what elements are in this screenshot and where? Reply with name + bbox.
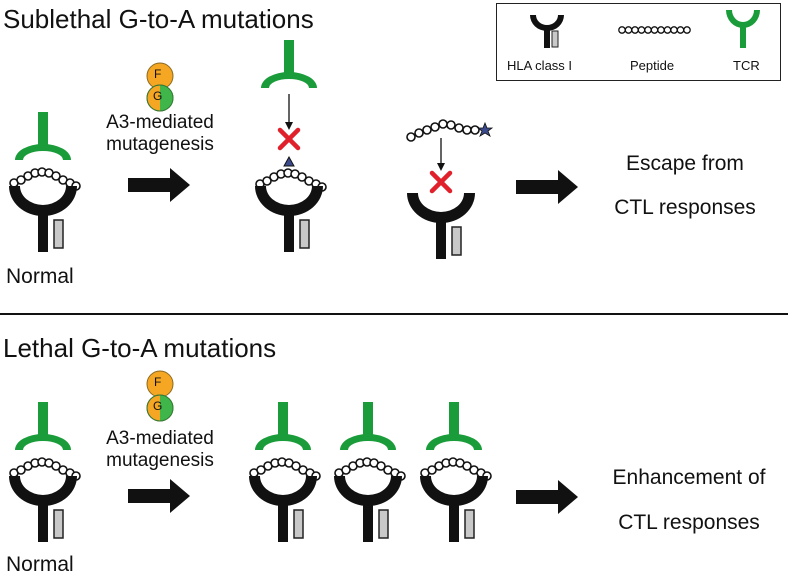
- peptide-icon: [406, 119, 480, 142]
- tcr-icon: [426, 402, 482, 450]
- hla-class-i-icon: [8, 475, 78, 543]
- hla-class-i-icon: [248, 475, 318, 543]
- tcr-icon: [340, 402, 396, 450]
- hla-class-i-icon: [254, 185, 324, 253]
- normal-label: Normal: [6, 553, 74, 576]
- tcr-icon: [15, 112, 71, 160]
- mutagenesis-label-line1: A3-mediated: [106, 112, 214, 133]
- outcome-label-line2: CTL responses: [614, 196, 756, 219]
- enzyme-g-label: G: [153, 89, 163, 103]
- enhanced-complex-1: [248, 402, 321, 543]
- arrow-icon: [516, 480, 578, 514]
- mutation-marker-icon: [283, 155, 295, 167]
- outcome-label-line1: Escape from: [626, 152, 744, 175]
- section-title-sublethal: Sublethal G-to-A mutations: [3, 4, 314, 34]
- enhanced-complex-3: [419, 402, 492, 543]
- enzyme-g-label: G: [153, 399, 163, 413]
- a3-enzyme-icon: [146, 62, 174, 112]
- tcr-icon: [255, 402, 311, 450]
- normal-label: Normal: [6, 265, 74, 288]
- a3-enzyme-icon: [146, 370, 174, 422]
- arrow-icon: [516, 170, 578, 204]
- mutagenesis-label-line2: mutagenesis: [106, 450, 214, 471]
- block-cross-icon: [280, 130, 298, 148]
- hla-class-i-icon: [406, 192, 476, 260]
- outcome-label-line2: CTL responses: [618, 511, 760, 534]
- enzyme-f-label: F: [154, 67, 162, 81]
- arrow-icon: [128, 479, 190, 513]
- arrow-icon: [128, 168, 190, 202]
- normal-complex-bottom: [8, 402, 81, 543]
- enzyme-f-label: F: [154, 375, 162, 389]
- hla-class-i-icon: [419, 475, 489, 543]
- block-cross-icon: [432, 173, 450, 191]
- peptide-binding-blocked: [406, 119, 494, 260]
- legend-peptide-label: Peptide: [630, 58, 675, 73]
- hla-class-i-icon: [333, 475, 403, 543]
- legend-box: [496, 3, 781, 81]
- legend-hla-icon: [530, 15, 564, 48]
- legend-hla-label: HLA class I: [507, 58, 573, 73]
- tcr-icon: [15, 402, 71, 450]
- mutagenesis-label-line2: mutagenesis: [106, 134, 214, 155]
- legend-peptide-icon: [618, 26, 691, 34]
- mutated-complex-tcr-blocked: [254, 40, 327, 253]
- normal-complex-top: [8, 112, 81, 253]
- hla-class-i-icon: [8, 185, 78, 253]
- tcr-icon: [261, 40, 317, 88]
- enhanced-complex-2: [333, 402, 406, 543]
- outcome-label-line1: Enhancement of: [612, 466, 766, 489]
- section-title-lethal: Lethal G-to-A mutations: [3, 333, 277, 363]
- legend-tcr-label: TCR: [733, 58, 760, 73]
- mutagenesis-label-line1: A3-mediated: [106, 428, 214, 449]
- mutation-marker-icon: [476, 121, 494, 137]
- legend-tcr-icon: [726, 10, 760, 48]
